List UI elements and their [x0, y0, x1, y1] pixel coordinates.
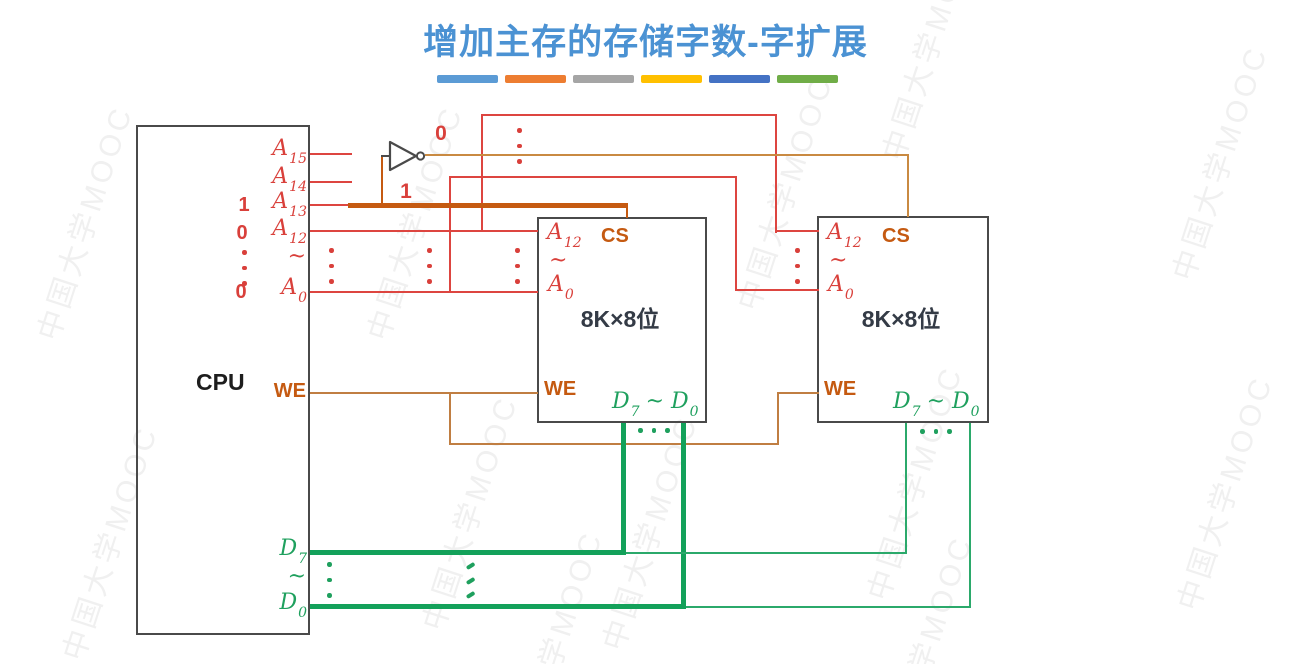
wire-chip2-d0-vertical — [969, 423, 971, 608]
wire-we-tap-vertical — [449, 392, 451, 445]
chip1-pin-cs: CS — [601, 225, 629, 247]
inverter-input-bit: 1 — [400, 180, 412, 203]
wire-a12-into-chip2 — [775, 230, 819, 232]
wire-a12-transfer-vertical — [775, 114, 777, 233]
cpu-pin-d-tilde: ~ — [287, 564, 306, 589]
legend-dash-3 — [573, 75, 634, 83]
bit-value-a0: 0 — [235, 281, 247, 303]
data-ellipsis-chip2-bottom — [920, 429, 952, 434]
wire-a13-stub — [310, 204, 352, 206]
wire-a12-tap-vertical — [481, 115, 483, 232]
cpu-pin-we: WE — [273, 380, 306, 402]
wire-a15-stub — [310, 153, 352, 155]
chip2-capacity: 8K×8位 — [861, 306, 941, 332]
cpu-pin-a0: A0 — [281, 275, 307, 307]
wire-a0-tap-vertical — [449, 177, 451, 293]
chip1-pin-tilde: ~ — [549, 248, 568, 273]
cpu-pin-a15: A15 — [272, 136, 307, 168]
cpu-pin-a14: A14 — [272, 164, 307, 196]
chip1-capacity: 8K×8位 — [580, 306, 660, 332]
wire-a13-thick-bus — [348, 203, 628, 208]
memory-chip-2-box — [817, 216, 989, 423]
wire-we-transfer-vertical — [777, 392, 779, 445]
wire-d0-thin-to-chip2 — [686, 606, 971, 608]
chip2-pins-d7-d0: D7 ~ D0 — [893, 389, 980, 421]
legend-dash-4 — [641, 75, 702, 83]
watermark: 中国大学MOOC — [1172, 371, 1280, 615]
cpu-pin-a13: A13 — [272, 189, 307, 221]
cpu-pin-d7: D7 — [279, 536, 307, 568]
wire-chip1-d7-vertical — [621, 423, 626, 555]
chip1-pin-a0: A0 — [548, 272, 574, 304]
cpu-box — [136, 125, 310, 635]
legend-dash-6 — [777, 75, 838, 83]
wire-d0-bus-thick — [310, 604, 686, 609]
cpu-label: CPU — [196, 369, 245, 395]
wire-a12-cpu-to-chip1 — [310, 230, 538, 232]
address-ellipsis-bus-2 — [427, 248, 432, 284]
chip2-pin-a0: A0 — [828, 272, 854, 304]
chip2-pin-we: WE — [824, 378, 857, 400]
chip1-pin-we: WE — [544, 378, 577, 400]
wire-chip1-d0-vertical — [681, 423, 686, 609]
chip1-pins-d7-d0: D7 ~ D0 — [612, 389, 699, 421]
cpu-pin-a12: A12 — [272, 216, 307, 248]
bit-value-a12: 0 — [236, 222, 248, 244]
wire-d7-bus-thick — [310, 550, 626, 555]
wire-we-into-chip2 — [777, 392, 819, 394]
wire-a12-transfer-horizontal — [481, 114, 777, 116]
wire-we-transfer-horizontal — [449, 443, 779, 445]
wire-inverter-input-vertical — [381, 156, 383, 205]
wire-we-cpu-to-chip1 — [310, 392, 538, 394]
watermark: 中国大学MOOC — [32, 101, 140, 345]
wire-a0-transfer-vertical — [735, 176, 737, 291]
data-ellipsis-cpu — [327, 562, 332, 598]
cpu-pin-d0: D0 — [279, 590, 307, 622]
watermark: 中国大学MOOC — [597, 411, 705, 655]
chip2-pin-cs: CS — [882, 225, 910, 247]
legend-dash-5 — [709, 75, 770, 83]
inverter-output-bit: 0 — [435, 122, 447, 145]
address-ellipsis-bus-3 — [515, 248, 520, 284]
page-title: 增加主存的存储字数-字扩展 — [423, 23, 868, 62]
wire-cs1-drop — [626, 207, 628, 218]
chip2-pin-a12: A12 — [827, 220, 862, 252]
wire-a0-transfer-horizontal — [449, 176, 737, 178]
wire-inverter-output-to-chip2 — [425, 154, 909, 156]
bit-value-a13: 1 — [238, 194, 250, 216]
legend-dash-2 — [505, 75, 566, 83]
watermark: 中国大学MOOC — [362, 101, 470, 345]
wire-a0-into-chip2 — [735, 289, 819, 291]
data-ellipsis-bus-slanted — [465, 561, 476, 599]
cpu-pin-tilde: ~ — [287, 244, 306, 269]
data-ellipsis-chip1-bottom — [638, 428, 670, 433]
chip1-pin-a12: A12 — [547, 220, 582, 252]
address-ellipsis-chip2 — [795, 248, 800, 284]
address-ellipsis-bus-1 — [329, 248, 334, 284]
inverter-not-gate — [381, 140, 426, 172]
address-ellipsis-cpu-inside — [242, 250, 247, 286]
address-ellipsis-top-transfer — [517, 128, 522, 164]
chip2-pin-tilde: ~ — [829, 248, 848, 273]
wire-d7-thin-to-chip2 — [626, 552, 907, 554]
legend-dash-1 — [437, 75, 498, 83]
memory-chip-1-box — [537, 217, 707, 423]
watermark: 中国大学MOOC — [1167, 41, 1275, 285]
wire-a0-cpu-to-chip1 — [310, 291, 538, 293]
wire-a14-stub — [310, 181, 352, 183]
wire-cs2-drop — [907, 155, 909, 217]
wire-chip2-d7-vertical — [905, 423, 907, 554]
